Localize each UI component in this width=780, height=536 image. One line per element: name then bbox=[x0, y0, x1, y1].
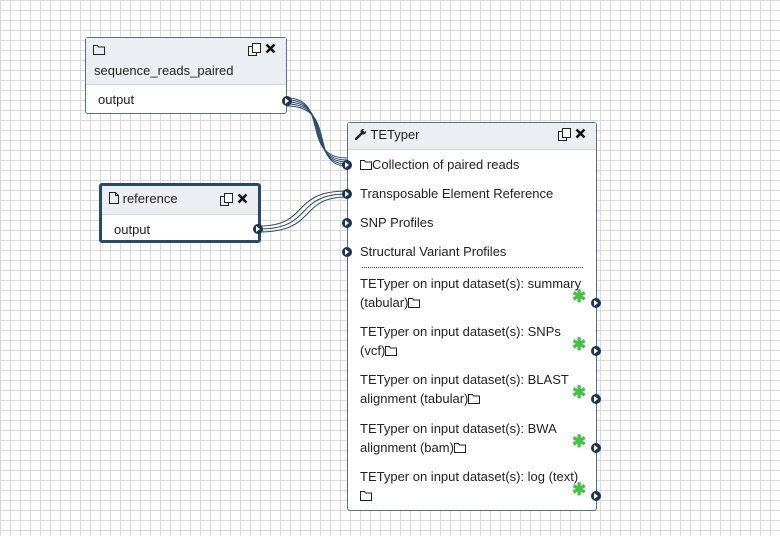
copy-icon[interactable] bbox=[558, 128, 571, 141]
output-label: TETyper on input dataset(s): BLAST bbox=[360, 372, 569, 387]
input-terminal[interactable] bbox=[342, 189, 352, 199]
output-row-log: TETyper on input dataset(s): log (text) bbox=[348, 467, 596, 506]
output-label-format: (vcf) bbox=[360, 343, 386, 358]
workflow-output-star-icon[interactable]: ✱ bbox=[572, 287, 587, 306]
folder-icon bbox=[360, 157, 372, 175]
output-terminal[interactable] bbox=[282, 96, 292, 106]
workflow-output-star-icon[interactable]: ✱ bbox=[572, 383, 587, 402]
output-label-format: alignment (bam) bbox=[360, 440, 454, 455]
output-label: output bbox=[114, 222, 151, 237]
input-terminal[interactable] bbox=[342, 160, 352, 170]
workflow-output-star-icon[interactable]: ✱ bbox=[572, 432, 587, 451]
output-label-format: (tabular) bbox=[360, 295, 409, 310]
output-label-format: alignment (tabular) bbox=[360, 391, 469, 406]
input-terminal[interactable] bbox=[342, 247, 352, 257]
input-label: SNP Profiles bbox=[360, 215, 434, 230]
input-label: Transposable Element Reference bbox=[360, 186, 554, 201]
node-title: reference bbox=[122, 191, 178, 206]
wrench-icon bbox=[354, 128, 367, 143]
input-node-sequence-reads[interactable]: sequence_reads_paired output bbox=[85, 37, 292, 114]
output-terminal[interactable] bbox=[591, 443, 601, 453]
connector-ref-b bbox=[258, 193, 348, 230]
input-row-snp-profiles: SNP Profiles bbox=[348, 214, 596, 232]
output-label: TETyper on input dataset(s): log (text) bbox=[360, 469, 579, 484]
folder-icon bbox=[360, 487, 372, 506]
node-header[interactable]: TETyper bbox=[348, 123, 596, 150]
folder-icon bbox=[453, 439, 466, 458]
output-label: output bbox=[98, 92, 135, 107]
output-label: TETyper on input dataset(s): SNPs bbox=[360, 324, 561, 339]
output-label: TETyper on input dataset(s): summary bbox=[360, 276, 582, 291]
workflow-output-star-icon[interactable]: ✱ bbox=[572, 480, 587, 499]
node-header[interactable]: reference bbox=[102, 186, 258, 215]
copy-icon[interactable] bbox=[248, 43, 261, 56]
folder-icon bbox=[408, 294, 421, 313]
input-label: Structural Variant Profiles bbox=[360, 244, 507, 259]
file-icon bbox=[109, 192, 119, 207]
folder-icon bbox=[385, 342, 398, 361]
input-output-divider bbox=[362, 267, 583, 268]
folder-icon bbox=[468, 390, 481, 409]
connector-ref-a bbox=[258, 190, 348, 227]
tool-node-tetyper[interactable]: TETyper Collection of paired reads Trans… bbox=[342, 122, 601, 511]
output-row-blast: TETyper on input dataset(s): BLAST align… bbox=[348, 370, 596, 409]
input-row-sv-profiles: Structural Variant Profiles bbox=[348, 243, 596, 261]
output-row: output bbox=[86, 91, 286, 109]
output-row: output bbox=[102, 221, 258, 239]
node-title: TETyper bbox=[370, 127, 420, 142]
connector-ref-c bbox=[258, 196, 348, 233]
connector-reads-e bbox=[286, 105, 348, 167]
output-terminal[interactable] bbox=[591, 346, 601, 356]
close-icon[interactable] bbox=[575, 128, 588, 141]
connector-reads-c bbox=[286, 101, 348, 163]
input-terminal[interactable] bbox=[342, 218, 352, 228]
workflow-output-star-icon[interactable]: ✱ bbox=[572, 335, 587, 354]
folder-icon bbox=[93, 43, 105, 58]
connector-reads-b bbox=[286, 99, 348, 161]
input-row-te-reference: Transposable Element Reference bbox=[348, 185, 596, 203]
node-header[interactable]: sequence_reads_paired bbox=[86, 38, 286, 85]
output-row-bwa: TETyper on input dataset(s): BWA alignme… bbox=[348, 419, 596, 458]
output-terminal[interactable] bbox=[591, 394, 601, 404]
input-label: Collection of paired reads bbox=[372, 157, 520, 172]
close-icon[interactable] bbox=[237, 193, 250, 206]
output-row-summary: TETyper on input dataset(s): summary (ta… bbox=[348, 274, 596, 313]
input-row-paired-reads: Collection of paired reads bbox=[348, 156, 596, 175]
output-terminal[interactable] bbox=[591, 298, 601, 308]
output-terminal[interactable] bbox=[591, 491, 601, 501]
copy-icon[interactable] bbox=[220, 193, 233, 206]
connector-reads-a bbox=[286, 97, 348, 159]
connector-reads-d bbox=[286, 103, 348, 165]
output-label: TETyper on input dataset(s): BWA bbox=[360, 421, 557, 436]
close-icon[interactable] bbox=[265, 43, 278, 56]
output-terminal[interactable] bbox=[253, 224, 263, 234]
node-title: sequence_reads_paired bbox=[94, 63, 234, 78]
output-row-snps: TETyper on input dataset(s): SNPs (vcf) bbox=[348, 322, 596, 361]
input-node-reference[interactable]: reference output bbox=[99, 183, 263, 243]
